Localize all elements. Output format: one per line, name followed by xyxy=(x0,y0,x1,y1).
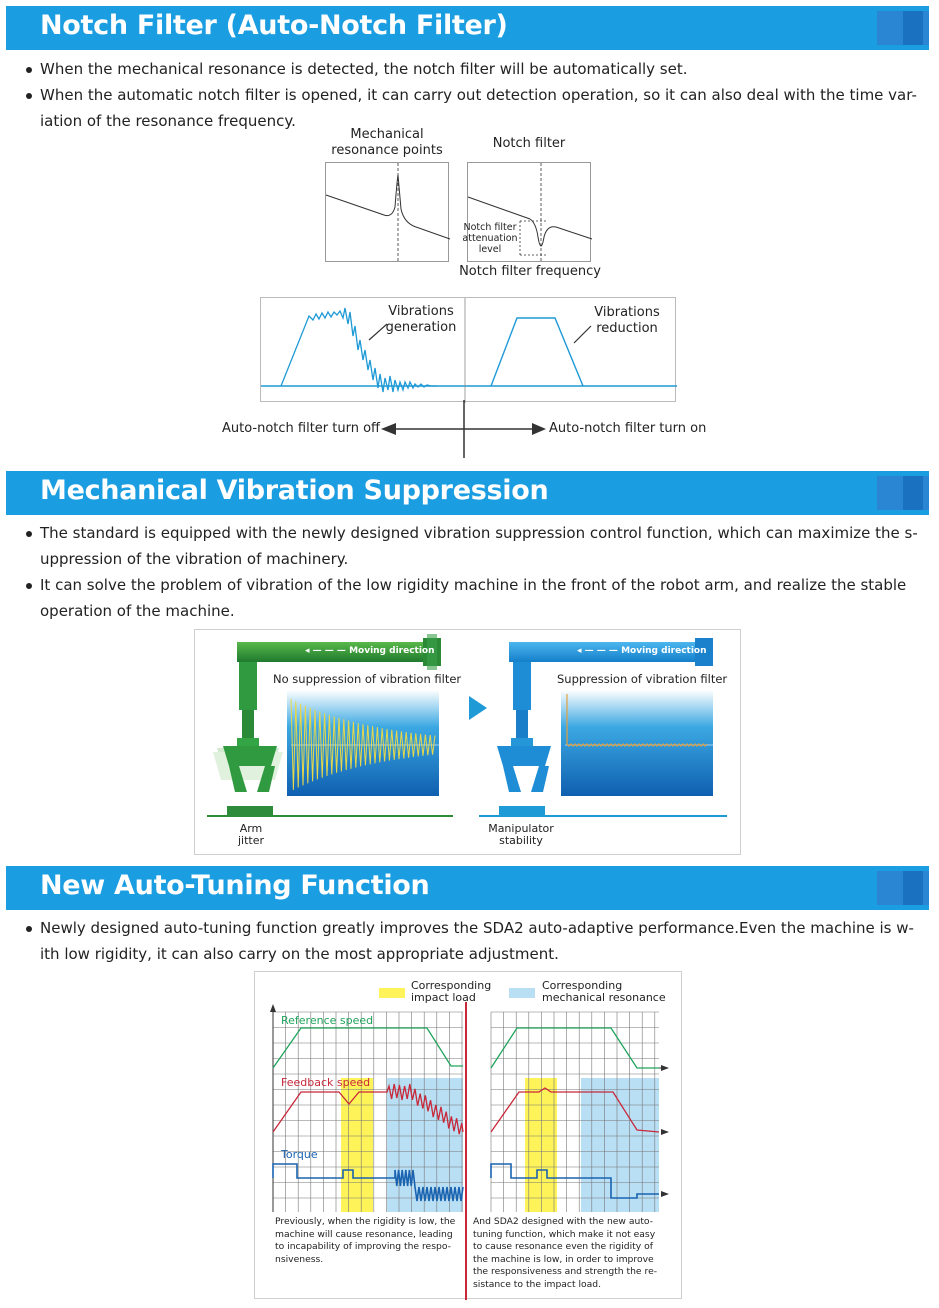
bullet-continuation: iation of the resonance frequency. xyxy=(40,108,930,134)
vibrations-reduction-label: Vibrations reduction xyxy=(594,305,660,336)
section-title-notch: Notch Filter (Auto-Notch Filter) xyxy=(40,10,508,41)
turn-off-label: Auto-notch filter turn off xyxy=(221,421,380,436)
mech-resonance-label: Mechanical resonance points xyxy=(331,127,443,158)
section-banner-notch: Notch Filter (Auto-Notch Filter) xyxy=(6,6,929,50)
turn-on-label: Auto-notch filter turn on xyxy=(549,421,707,436)
bullet-text: uppression of the vibration of machinery… xyxy=(40,550,349,568)
vibration-suppression-panel: ◂ — — — Moving direction ◂ — — — Moving … xyxy=(194,629,741,855)
banner-decoration xyxy=(903,11,923,45)
bullet-dot xyxy=(26,93,32,99)
bullet-text: Newly designed auto-tuning function grea… xyxy=(40,919,914,937)
left-caption: Previously, when the rigidity is low, th… xyxy=(275,1216,456,1265)
bullet-continuation: ith low rigidity, it can also carry on t… xyxy=(40,941,933,967)
notch-curve xyxy=(467,163,593,263)
banner-decoration xyxy=(903,476,923,510)
bullet-item: The standard is equipped with the newly … xyxy=(26,520,933,546)
vibration-waveforms xyxy=(261,298,677,403)
notch-filter-label: Notch filter xyxy=(492,136,566,151)
banner-decoration xyxy=(903,871,923,905)
reference-speed-label: Reference speed xyxy=(281,1014,374,1027)
bullet-text: The standard is equipped with the newly … xyxy=(40,524,918,542)
legend-resonance-label: Corresponding mechanical resonance xyxy=(542,979,666,1004)
section-title-tuning: New Auto-Tuning Function xyxy=(40,870,430,901)
auto-tuning-waveforms xyxy=(270,988,669,1300)
bullet-continuation: uppression of the vibration of machinery… xyxy=(40,546,933,572)
bullet-text: iation of the resonance frequency. xyxy=(40,112,296,130)
vibration-comparison-plot: Vibrations generation Vibrations reducti… xyxy=(260,297,677,403)
right-caption: And SDA2 designed with the new auto- tun… xyxy=(473,1216,658,1290)
attenuation-label: Notch filter attenuation level xyxy=(462,222,518,255)
bullet-dot xyxy=(26,67,32,73)
moving-direction-label-left: ◂ — — — Moving direction xyxy=(305,646,435,656)
feedback-speed-label: Feedback speed xyxy=(281,1076,371,1089)
bullet-text: ith low rigidity, it can also carry on t… xyxy=(40,945,559,963)
moving-direction-label-right: ◂ — — — Moving direction xyxy=(577,646,707,656)
bullet-text: operation of the machine. xyxy=(40,602,235,620)
manipulator-stability-label: Manipulator stability xyxy=(488,822,554,847)
resonance-curve xyxy=(325,163,451,263)
legend-swatch-resonance xyxy=(509,988,535,998)
bullet-dot xyxy=(26,531,32,537)
notch-frequency-label: Notch filter frequency xyxy=(459,264,601,279)
bullet-text: When the mechanical resonance is detecte… xyxy=(40,60,688,78)
section-banner-vibration: Mechanical Vibration Suppression xyxy=(6,471,929,515)
section-banner-tuning: New Auto-Tuning Function xyxy=(6,866,929,910)
bullet-text: When the automatic notch filter is opene… xyxy=(40,86,917,104)
section-title-vibration: Mechanical Vibration Suppression xyxy=(40,475,549,506)
bullet-item: When the automatic notch filter is opene… xyxy=(26,82,930,108)
bullet-continuation: operation of the machine. xyxy=(40,598,933,624)
arrow-left-icon: ◂ — — — xyxy=(305,646,350,656)
mech-resonance-plot xyxy=(325,162,451,263)
bullet-dot xyxy=(26,926,32,932)
vibrations-generation-label: Vibrations generation xyxy=(385,304,457,335)
legend-impact-label: Corresponding impact load xyxy=(411,979,492,1004)
torque-label: Torque xyxy=(281,1148,318,1161)
notch-filter-plot: Notch filter attenuation level xyxy=(462,162,593,263)
turn-arrows xyxy=(381,400,546,458)
suppression-label: Suppression of vibration filter xyxy=(557,672,728,686)
arm-jitter-label: Arm jitter xyxy=(237,822,265,847)
bullet-dot xyxy=(26,583,32,589)
vibration-suppression-illustration xyxy=(207,634,727,817)
bullet-item: When the mechanical resonance is detecte… xyxy=(26,56,930,82)
bullet-item: It can solve the problem of vibration of… xyxy=(26,572,933,598)
bullet-item: Newly designed auto-tuning function grea… xyxy=(26,915,933,941)
bullet-text: It can solve the problem of vibration of… xyxy=(40,576,907,594)
no-suppression-label: No suppression of vibration filter xyxy=(273,672,462,686)
arrow-left-icon: ◂ — — — xyxy=(577,646,622,656)
legend-swatch-impact xyxy=(379,988,405,998)
auto-tuning-panel: Corresponding impact load Corresponding … xyxy=(254,971,682,1300)
